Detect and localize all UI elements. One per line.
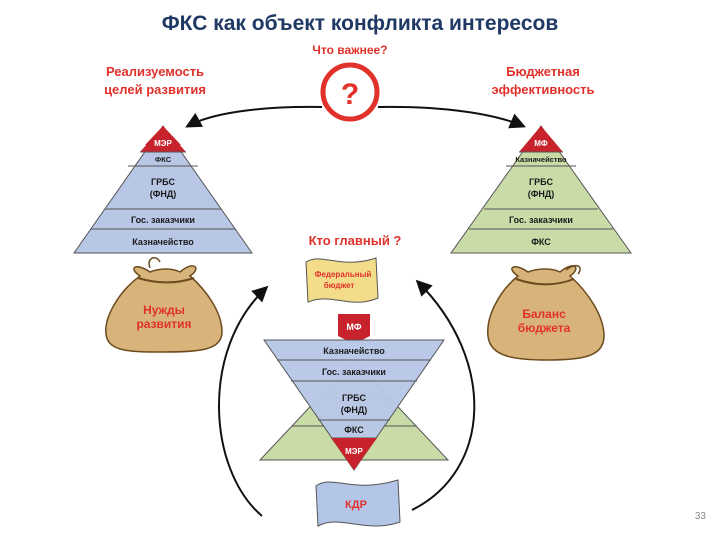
right-level-grbs: ГРБС [529,177,553,187]
right-level-fks: ФКС [531,237,551,247]
arc-arrow-right [377,105,526,129]
right-bag-line1: Баланс [522,307,566,321]
left-level-fnd: (ФНД) [150,189,177,199]
right-label-line2: эффективность [491,82,594,97]
left-apex-label: МЭР [154,139,172,148]
kdr-flag: КДР [315,479,401,527]
federal-budget-flag: Федеральный бюджет [305,257,379,303]
question-top: Что важнее? [312,43,387,57]
left-level-fks: ФКС [155,155,172,164]
left-curve-arrow [218,285,269,517]
question-mark-icon: ? [341,78,359,111]
center-level-customers: Гос. заказчики [322,367,386,377]
left-bag-line1: Нужды [143,303,185,317]
left-label-line1: Реализуемость [106,64,204,79]
kdr-label: КДР [345,499,367,511]
right-label-line1: Бюджетная [506,64,580,79]
page-number: 33 [694,511,706,522]
center-top-badge: МФ [338,314,370,344]
right-money-bag-icon: Баланс бюджета [487,264,605,361]
center-inverted-pyramid: Казначейство Гос. заказчики ГРБС (ФНД) Ф… [258,339,450,471]
left-pyramid: МЭР ФКС ГРБС (ФНД) Гос. заказчики Казнач… [73,125,253,254]
right-pyramid: МФ Казначейство ГРБС (ФНД) Гос. заказчик… [450,125,632,254]
slide-title: ФКС как объект конфликта интересов [161,12,559,35]
right-level-treasury: Казначейство [515,155,567,164]
left-level-grbs: ГРБС [151,177,175,187]
left-bag-line2: развития [136,317,191,331]
center-level-fnd: (ФНД) [341,405,368,415]
right-level-fnd: (ФНД) [528,189,555,199]
right-bag-line2: бюджета [518,321,571,335]
right-level-customers: Гос. заказчики [509,215,573,225]
center-level-treasury: Казначейство [323,346,385,356]
arc-arrow-left [185,105,323,128]
center-level-grbs: ГРБС [342,393,366,403]
left-label-line2: целей развития [104,82,206,97]
question-circle: ? [320,62,380,122]
federal-budget-line2: бюджет [324,281,355,290]
center-level-fks: ФКС [344,425,364,435]
right-curve-arrow [411,279,476,511]
left-money-bag-icon: Нужды развития [105,257,223,353]
federal-budget-line1: Федеральный [315,270,372,279]
center-top-label: МФ [346,322,361,332]
right-apex-label: МФ [534,139,548,148]
left-level-customers: Гос. заказчики [131,215,195,225]
left-level-treasury: Казначейство [132,237,194,247]
question-middle: Кто главный ? [309,233,402,248]
center-bottom-label: МЭР [345,447,363,456]
